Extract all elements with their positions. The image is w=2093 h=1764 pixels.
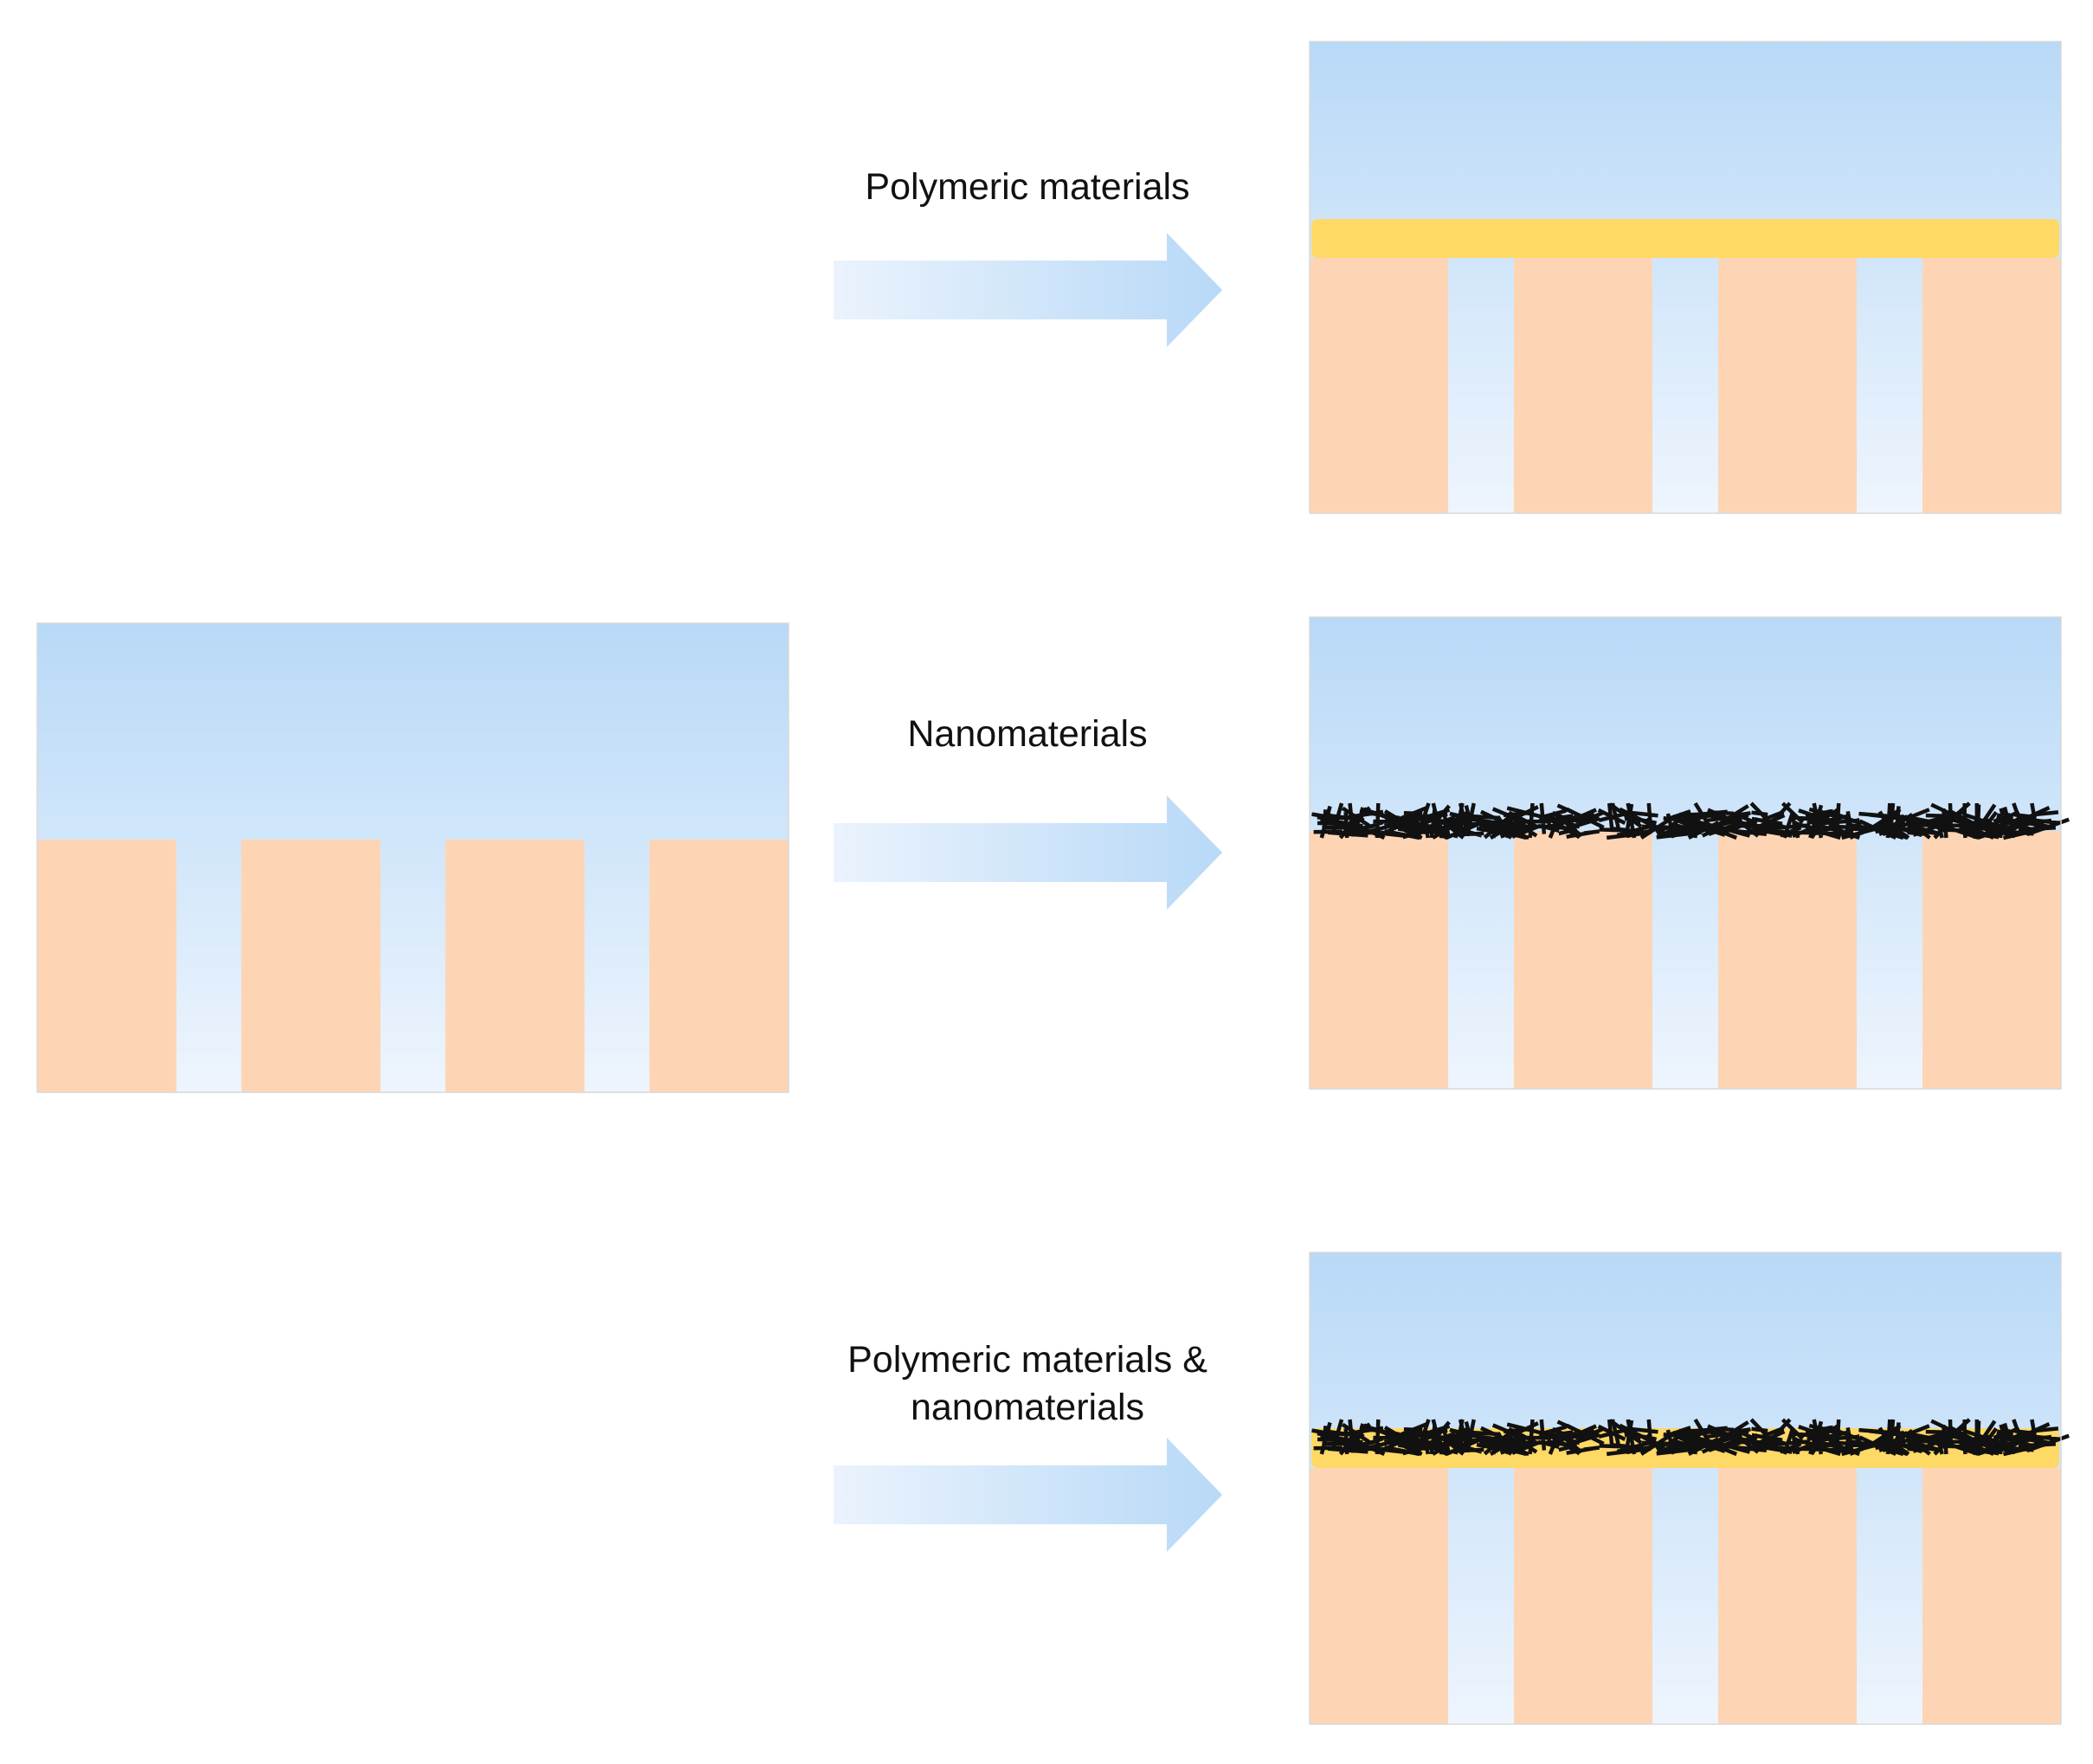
panel-border bbox=[36, 622, 789, 1093]
arrow-label-line: nanomaterials bbox=[911, 1387, 1144, 1428]
substrate-block bbox=[1718, 1468, 1857, 1724]
arrow-label-polymeric-nano: Polymeric materials & nanomaterials bbox=[847, 1339, 1208, 1428]
arrow-label-nano: Nanomaterials bbox=[907, 713, 1147, 755]
substrate-block bbox=[1922, 258, 2061, 513]
original-membrane-panel bbox=[36, 622, 789, 1093]
substrate-block bbox=[1310, 1468, 1448, 1724]
substrate-block bbox=[37, 840, 177, 1092]
modified-membrane-panel-nano bbox=[1309, 616, 2070, 1090]
modification-row-nano: Nanomaterials bbox=[834, 616, 2070, 1090]
modified-membrane-panel-polymeric-nano bbox=[1309, 1252, 2070, 1725]
right-arrow-icon bbox=[834, 1438, 1222, 1552]
right-arrow-icon bbox=[834, 233, 1222, 347]
arrow-label-polymeric: Polymeric materials bbox=[865, 166, 1189, 208]
panel-border bbox=[1309, 1252, 2062, 1725]
panel-border bbox=[1309, 41, 2062, 514]
substrate-block bbox=[445, 840, 585, 1092]
arrow-label-line: Polymeric materials bbox=[865, 166, 1189, 208]
substrate-block bbox=[1514, 831, 1652, 1089]
substrate-block bbox=[649, 840, 789, 1092]
modified-membrane-panel-polymeric bbox=[1309, 41, 2062, 514]
substrate-block bbox=[1514, 258, 1652, 513]
substrate-block bbox=[1922, 1468, 2061, 1724]
substrate-block bbox=[1514, 1468, 1652, 1724]
arrow-label-line: Nanomaterials bbox=[907, 713, 1147, 755]
substrate-block bbox=[1310, 831, 1448, 1089]
nanomaterial-layer bbox=[1311, 1418, 2070, 1457]
modification-row-polymeric: Polymeric materials bbox=[834, 41, 2062, 514]
substrate-block bbox=[1718, 831, 1857, 1089]
right-arrow-icon bbox=[834, 795, 1222, 910]
panel-border bbox=[1309, 616, 2062, 1090]
arrow-label-line: Polymeric materials & bbox=[847, 1339, 1208, 1381]
substrate-block bbox=[1718, 258, 1857, 513]
substrate-block bbox=[1310, 258, 1448, 513]
modification-row-polymeric-nano: Polymeric materials & nanomaterials bbox=[834, 1252, 2070, 1725]
substrate-block bbox=[241, 840, 381, 1092]
polymer-coating-layer bbox=[1311, 219, 2059, 258]
substrate-block bbox=[1922, 831, 2061, 1089]
nanomaterial-layer bbox=[1311, 802, 2070, 840]
